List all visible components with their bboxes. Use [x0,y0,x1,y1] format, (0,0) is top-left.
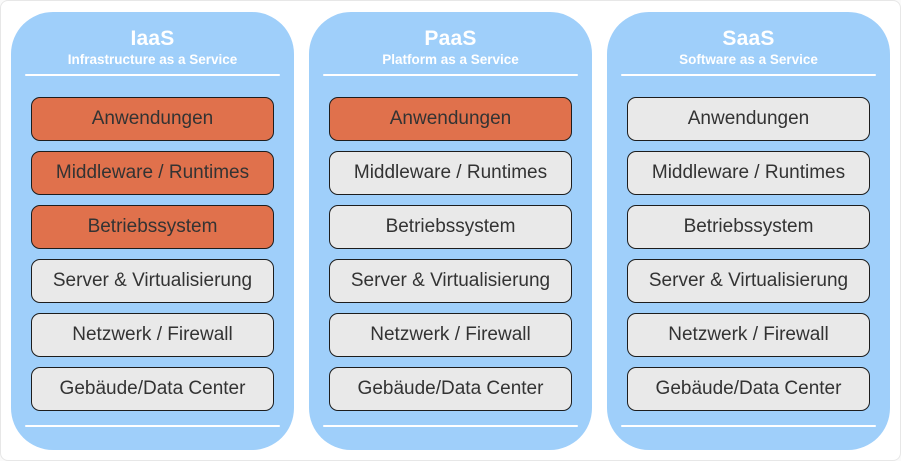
pillar-paas-subtitle: Platform as a Service [382,52,519,67]
layer-server-virtualisierung: Server & Virtualisierung [329,259,572,303]
layer-gebaeude-data-center: Gebäude/Data Center [627,367,870,411]
pillar-saas-header: SaaS Software as a Service [621,12,876,76]
pillar-iaas: IaaS Infrastructure as a Service Anwendu… [11,12,294,450]
pillar-saas: SaaS Software as a Service Anwendungen M… [607,12,890,450]
pillar-saas-subtitle: Software as a Service [679,52,818,67]
layer-betriebssystem: Betriebssystem [31,205,274,249]
layer-netzwerk-firewall: Netzwerk / Firewall [329,313,572,357]
footer-divider-line [323,425,578,427]
layer-netzwerk-firewall: Netzwerk / Firewall [31,313,274,357]
pillar-iaas-title: IaaS [130,27,175,50]
layer-anwendungen: Anwendungen [31,97,274,141]
layer-netzwerk-firewall: Netzwerk / Firewall [627,313,870,357]
pillar-iaas-subtitle: Infrastructure as a Service [67,52,238,67]
layer-server-virtualisierung: Server & Virtualisierung [627,259,870,303]
pillar-paas-title: PaaS [424,27,477,50]
footer-divider-line [621,425,876,427]
header-divider-line [621,74,876,76]
layer-gebaeude-data-center: Gebäude/Data Center [329,367,572,411]
layer-anwendungen: Anwendungen [329,97,572,141]
pillar-iaas-layers: Anwendungen Middleware / Runtimes Betrie… [31,97,274,411]
layer-betriebssystem: Betriebssystem [627,205,870,249]
layer-anwendungen: Anwendungen [627,97,870,141]
pillar-paas-layers: Anwendungen Middleware / Runtimes Betrie… [329,97,572,411]
layer-middleware-runtimes: Middleware / Runtimes [627,151,870,195]
pillar-iaas-header: IaaS Infrastructure as a Service [25,12,280,76]
header-divider-line [323,74,578,76]
pillar-saas-layers: Anwendungen Middleware / Runtimes Betrie… [627,97,870,411]
pillar-paas-header: PaaS Platform as a Service [323,12,578,76]
layer-middleware-runtimes: Middleware / Runtimes [31,151,274,195]
layer-betriebssystem: Betriebssystem [329,205,572,249]
layer-server-virtualisierung: Server & Virtualisierung [31,259,274,303]
footer-divider-line [25,425,280,427]
pillar-saas-title: SaaS [722,27,775,50]
layer-gebaeude-data-center: Gebäude/Data Center [31,367,274,411]
header-divider-line [25,74,280,76]
layer-middleware-runtimes: Middleware / Runtimes [329,151,572,195]
pillar-paas: PaaS Platform as a Service Anwendungen M… [309,12,592,450]
